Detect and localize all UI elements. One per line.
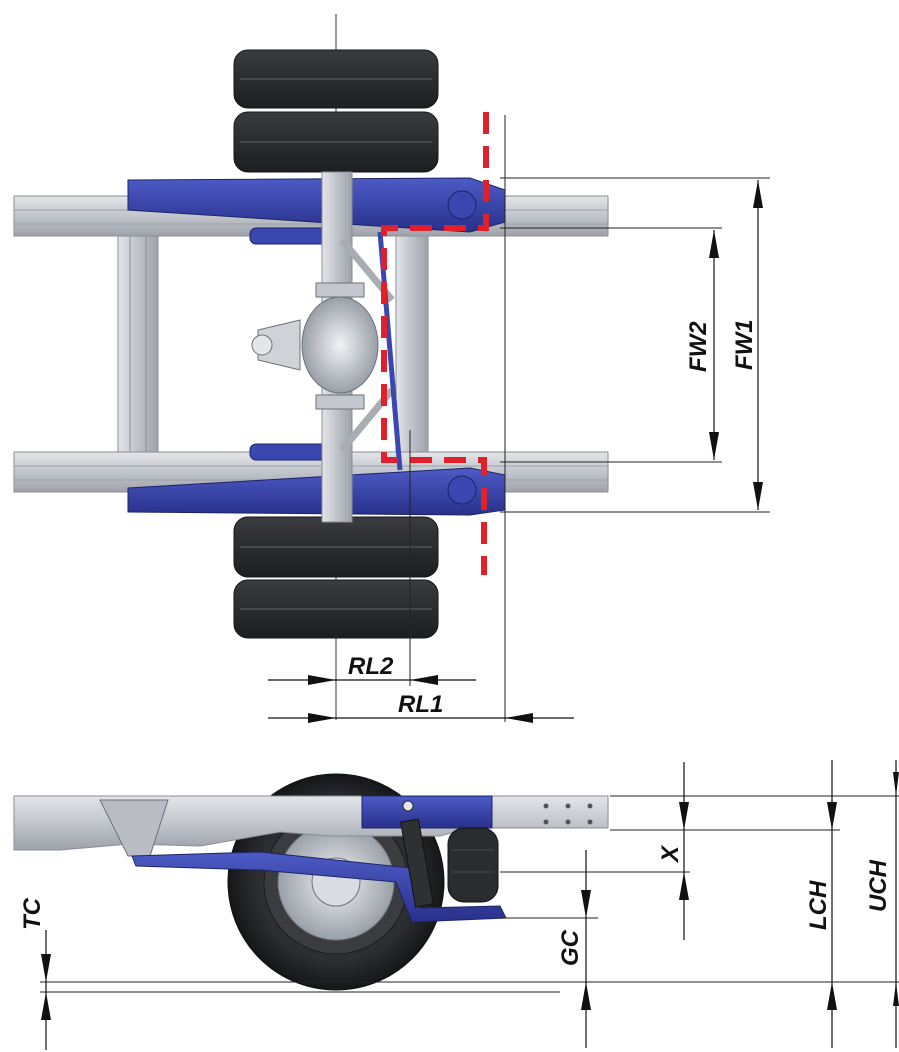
differential <box>251 282 379 410</box>
rl2-label: RL2 <box>348 653 394 680</box>
tc-dimension: TC <box>19 897 51 1050</box>
tc-label: TC <box>19 897 46 930</box>
lch-label: LCH <box>805 880 832 930</box>
lower-tires <box>233 516 439 639</box>
rl1-label: RL1 <box>398 691 443 718</box>
gc-label: GC <box>557 929 584 966</box>
inner-rail <box>395 229 429 471</box>
frame-crossmember <box>117 204 159 491</box>
top-view: FW2 FW1 RL2 RL1 <box>13 14 770 723</box>
shock-absorber <box>400 818 434 908</box>
fw1-label: FW1 <box>731 319 758 370</box>
fw1-dimension: FW1 <box>731 180 763 510</box>
upper-tires <box>233 49 439 173</box>
side-view: X LCH UCH GC TC <box>13 760 899 1050</box>
lch-dimension: LCH <box>805 760 837 1048</box>
fw2-label: FW2 <box>685 321 712 372</box>
gc-dimension: GC <box>557 850 591 1048</box>
fw2-dimension: FW2 <box>685 230 719 460</box>
air-spring <box>447 827 499 903</box>
side-extension-lines <box>40 795 899 993</box>
uch-dimension: UCH <box>865 760 899 1048</box>
rl2-dimension: RL2 <box>268 653 476 685</box>
uch-label: UCH <box>865 859 892 912</box>
x-dimension: X <box>657 762 689 940</box>
top-extension-lines <box>409 115 770 722</box>
air-spring-bracket <box>361 795 493 829</box>
x-label: X <box>657 844 684 864</box>
rl1-dimension: RL1 <box>268 691 574 723</box>
